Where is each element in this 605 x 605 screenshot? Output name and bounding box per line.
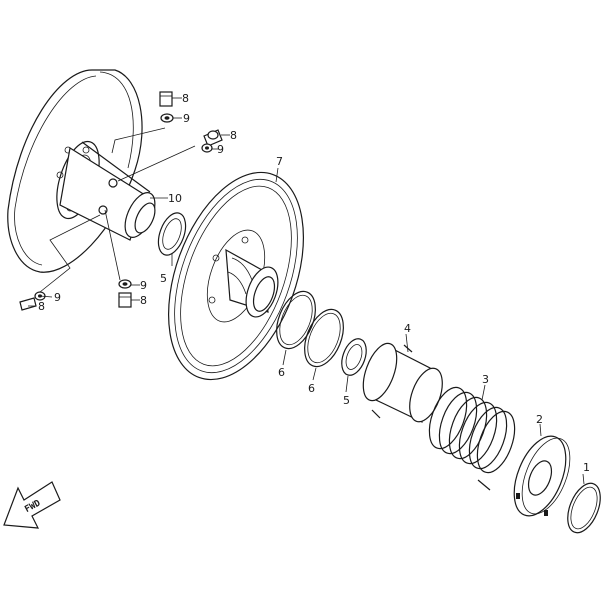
leader-lines-left: [39, 127, 196, 293]
o-ring-b: [304, 308, 344, 368]
oil-seal-right: [341, 338, 367, 376]
label-part-6-b: 6: [308, 382, 315, 395]
spring-seat: [513, 435, 571, 517]
label-part-9-top: 9: [183, 112, 190, 125]
fixed-sheave: [7, 69, 156, 273]
bolt-bottom-left: [19, 297, 37, 311]
bolt-bottom: [118, 292, 132, 308]
washer-bottom: [118, 279, 132, 289]
o-ring-a: [276, 290, 316, 350]
callout-leaders: [28, 97, 585, 485]
washer-mid: [201, 143, 213, 153]
label-part-8-bottom: 8: [140, 294, 147, 307]
label-part-9-mid: 9: [217, 143, 224, 156]
cam-sleeve: [362, 342, 443, 423]
label-part-10: 10: [168, 192, 182, 205]
label-part-9-left: 9: [54, 291, 61, 304]
circlip: [567, 482, 601, 534]
bolt-top: [159, 91, 173, 107]
oil-seal-left: [157, 212, 187, 256]
movable-sheave: [167, 171, 305, 381]
label-part-4: 4: [404, 322, 411, 335]
label-part-8-left: 8: [38, 300, 45, 313]
label-part-5-right: 5: [343, 394, 350, 407]
forward-direction-arrow: FWD: [3, 481, 61, 529]
bolt-mid: [203, 129, 223, 147]
label-part-3: 3: [482, 373, 489, 386]
label-part-1: 1: [583, 461, 590, 474]
label-part-6-a: 6: [278, 366, 285, 379]
label-part-9-bottom: 9: [140, 279, 147, 292]
label-part-5-left: 5: [160, 272, 167, 285]
label-part-2: 2: [536, 413, 543, 426]
part-labels: 1 2 3 4 5 5 6 6 7 8 8 8 8 9 9 9 9 10: [38, 92, 590, 474]
label-part-8-mid: 8: [230, 129, 237, 142]
label-part-8-top: 8: [182, 92, 189, 105]
washer-top: [160, 113, 174, 123]
label-part-7: 7: [276, 155, 283, 168]
compression-spring: [428, 386, 516, 491]
